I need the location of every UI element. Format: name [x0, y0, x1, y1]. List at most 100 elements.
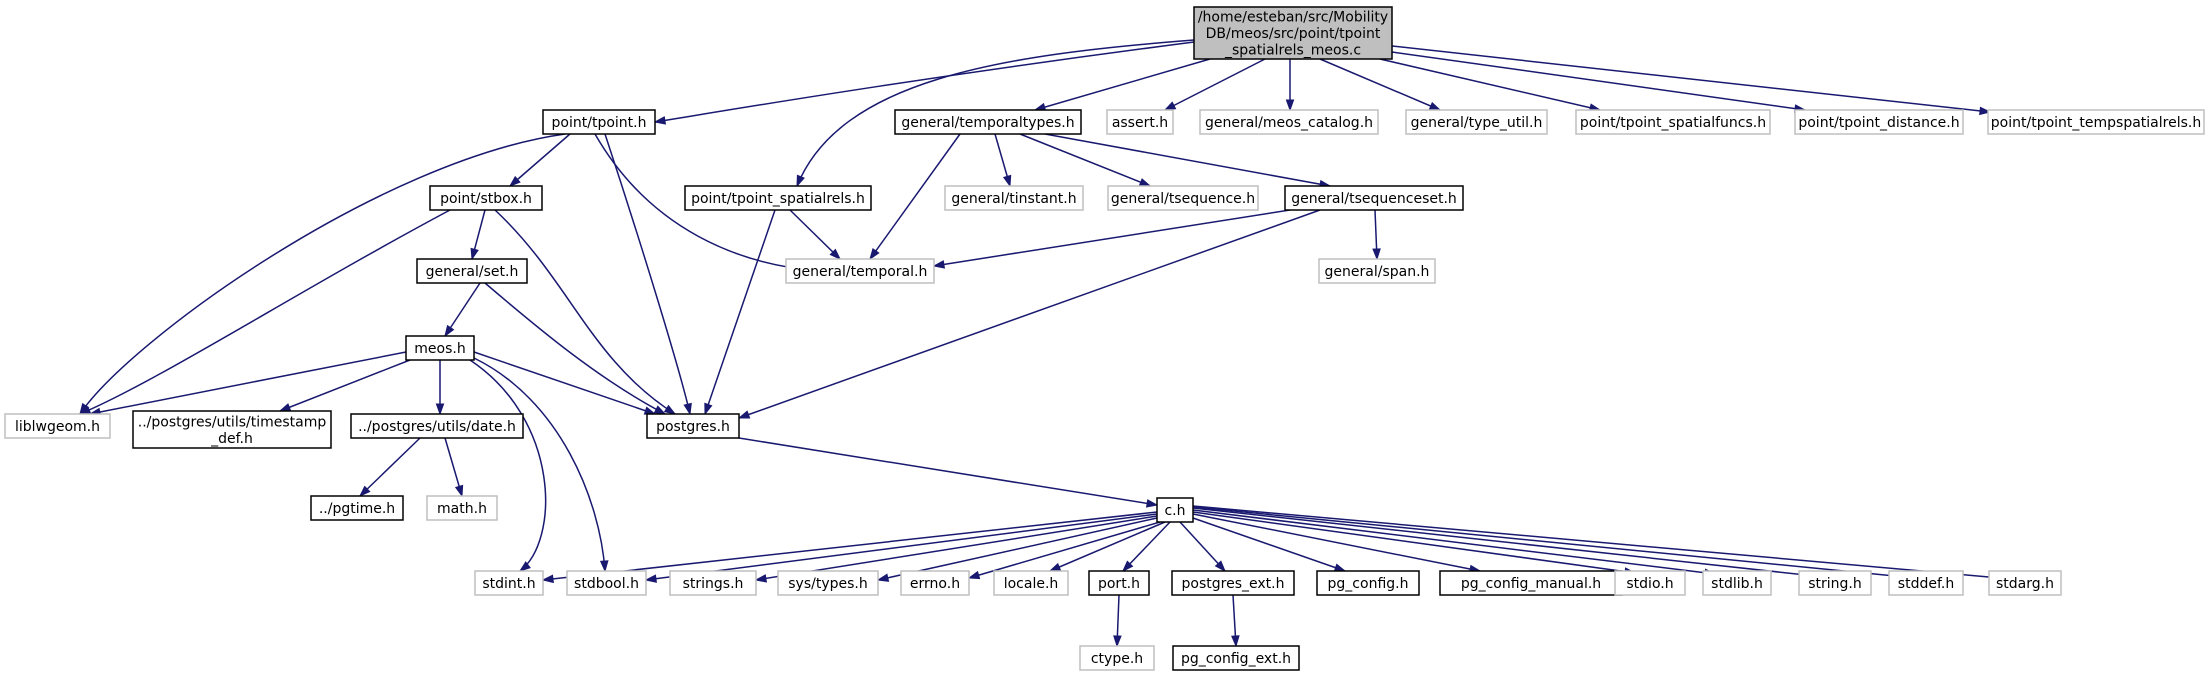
node-box	[1172, 645, 1300, 671]
node-label: sys/types.h	[788, 576, 867, 592]
arrow-head	[1285, 99, 1295, 112]
edge-line	[484, 282, 666, 415]
node-liblwgeom: liblwgeom.h	[4, 413, 111, 439]
node-label: ctype.h	[1091, 651, 1143, 667]
node-box	[542, 109, 656, 135]
edge-set-to-postgres	[484, 282, 667, 415]
node-box	[416, 258, 528, 284]
node-box	[429, 185, 543, 211]
node-stbox[interactable]: point/stbox.h	[429, 185, 543, 211]
edge-date-to-math	[444, 437, 464, 498]
edge-stbox-to-postgres	[494, 209, 677, 415]
edge-root-to-temporaltypes	[1033, 58, 1211, 112]
edge-root-to-spatialrels	[796, 39, 1195, 188]
edge-line	[1034, 58, 1211, 111]
node-postgres_ext[interactable]: postgres_ext.h	[1171, 570, 1295, 596]
node-box	[474, 570, 544, 596]
edge-line	[89, 351, 407, 415]
node-root[interactable]: /home/esteban/src/MobilityDB/meos/src/po…	[1193, 6, 1393, 60]
node-systypes: sys/types.h	[777, 570, 879, 596]
node-label: ../pgtime.h	[319, 501, 395, 517]
arrow-head	[1113, 635, 1122, 648]
edge-line	[1049, 521, 1166, 572]
arrow-head	[1163, 101, 1177, 111]
node-box	[785, 258, 935, 284]
node-pg_config_manual[interactable]: pg_config_manual.h	[1439, 570, 1623, 596]
node-label: general/set.h	[426, 264, 519, 280]
arrow-head	[829, 248, 842, 261]
node-tinstant: general/tinstant.h	[944, 185, 1084, 211]
node-date[interactable]: ../postgres/utils/date.h	[350, 413, 524, 439]
node-label: ../postgres/utils/timestamp	[138, 414, 327, 430]
edge-line	[645, 513, 1158, 581]
node-math: math.h	[426, 495, 498, 521]
node-pg_config[interactable]: pg_config.h	[1316, 570, 1420, 596]
node-label: stddef.h	[1898, 576, 1954, 592]
node-pgtime[interactable]: ../pgtime.h	[310, 495, 404, 521]
node-label: general/type_util.h	[1411, 115, 1543, 131]
node-meos[interactable]: meos.h	[405, 335, 475, 361]
node-locale: locale.h	[993, 570, 1069, 596]
node-postgres[interactable]: postgres.h	[646, 413, 740, 439]
node-tempspatialrels: point/tpoint_tempspatialrels.h	[1987, 109, 2205, 135]
node-spatialrels[interactable]: point/tpoint_spatialrels.h	[684, 185, 872, 211]
edge-root-to-tpoint	[653, 41, 1195, 125]
node-pg_config_ext[interactable]: pg_config_ext.h	[1172, 645, 1300, 671]
edge-line	[968, 521, 1161, 579]
node-c[interactable]: c.h	[1156, 497, 1194, 523]
node-box	[1702, 570, 1772, 596]
node-tsequenceset[interactable]: general/tsequenceset.h	[1284, 185, 1464, 211]
edge-postgres_ext-to-pg_config_ext	[1231, 594, 1240, 648]
node-temporaltypes[interactable]: general/temporaltypes.h	[894, 109, 1082, 135]
node-box	[1284, 185, 1464, 211]
node-strings: strings.h	[669, 570, 757, 596]
node-label: DB/meos/src/point/tpoint	[1206, 26, 1381, 42]
edge-set-to-meos	[444, 282, 481, 338]
node-label: ../postgres/utils/date.h	[358, 419, 516, 435]
arrow-head	[454, 484, 464, 498]
edge-root-to-type_util	[1319, 58, 1442, 111]
node-label: c.h	[1164, 503, 1185, 519]
node-label: point/tpoint_tempspatialrels.h	[1991, 115, 2201, 131]
node-box	[1614, 570, 1686, 596]
node-box	[426, 495, 498, 521]
node-label: point/tpoint_spatialrels.h	[691, 191, 865, 207]
node-label: general/temporaltypes.h	[901, 115, 1074, 131]
arrow-head	[1138, 178, 1152, 187]
edge-line	[79, 209, 451, 415]
node-ctype: ctype.h	[1079, 645, 1155, 671]
edge-line	[796, 39, 1195, 187]
edge-line	[473, 357, 606, 572]
node-set[interactable]: general/set.h	[416, 258, 528, 284]
node-stdio: stdio.h	[1614, 570, 1686, 596]
edge-meos-to-stdint	[469, 359, 547, 572]
node-box	[1987, 109, 2205, 135]
edge-line	[279, 359, 411, 412]
edge-c-to-stdbool	[644, 513, 1158, 583]
node-label: stdbool.h	[574, 576, 639, 592]
edge-tpoint-to-stbox	[508, 133, 571, 187]
node-box	[1798, 570, 1872, 596]
arrow-head	[518, 561, 531, 572]
node-box	[310, 495, 404, 521]
node-tsequence: general/tsequence.h	[1107, 185, 1259, 211]
node-box	[646, 413, 740, 439]
node-label: pg_config.h	[1328, 576, 1409, 592]
edge-spatialrels-to-temporal	[789, 209, 842, 261]
arrow-head	[644, 574, 657, 583]
edge-meos-to-stdbool	[473, 357, 609, 573]
node-box	[405, 335, 475, 361]
node-label: _spatialrels_meos.c	[1224, 43, 1361, 59]
arrow-head	[508, 175, 521, 187]
node-box	[1079, 645, 1155, 671]
node-label: point/tpoint.h	[552, 115, 647, 131]
node-stdarg: stdarg.h	[1988, 570, 2062, 596]
arrow-head	[869, 247, 880, 261]
node-port[interactable]: port.h	[1088, 570, 1150, 596]
node-tpoint[interactable]: point/tpoint.h	[542, 109, 656, 135]
node-label: stdarg.h	[1996, 576, 2054, 592]
node-timestamp_def[interactable]: ../postgres/utils/timestamp_def.h	[132, 410, 332, 449]
arrow-head	[1372, 248, 1381, 261]
arrow-head	[541, 574, 554, 584]
edge-c-to-postgres_ext	[1179, 521, 1226, 573]
